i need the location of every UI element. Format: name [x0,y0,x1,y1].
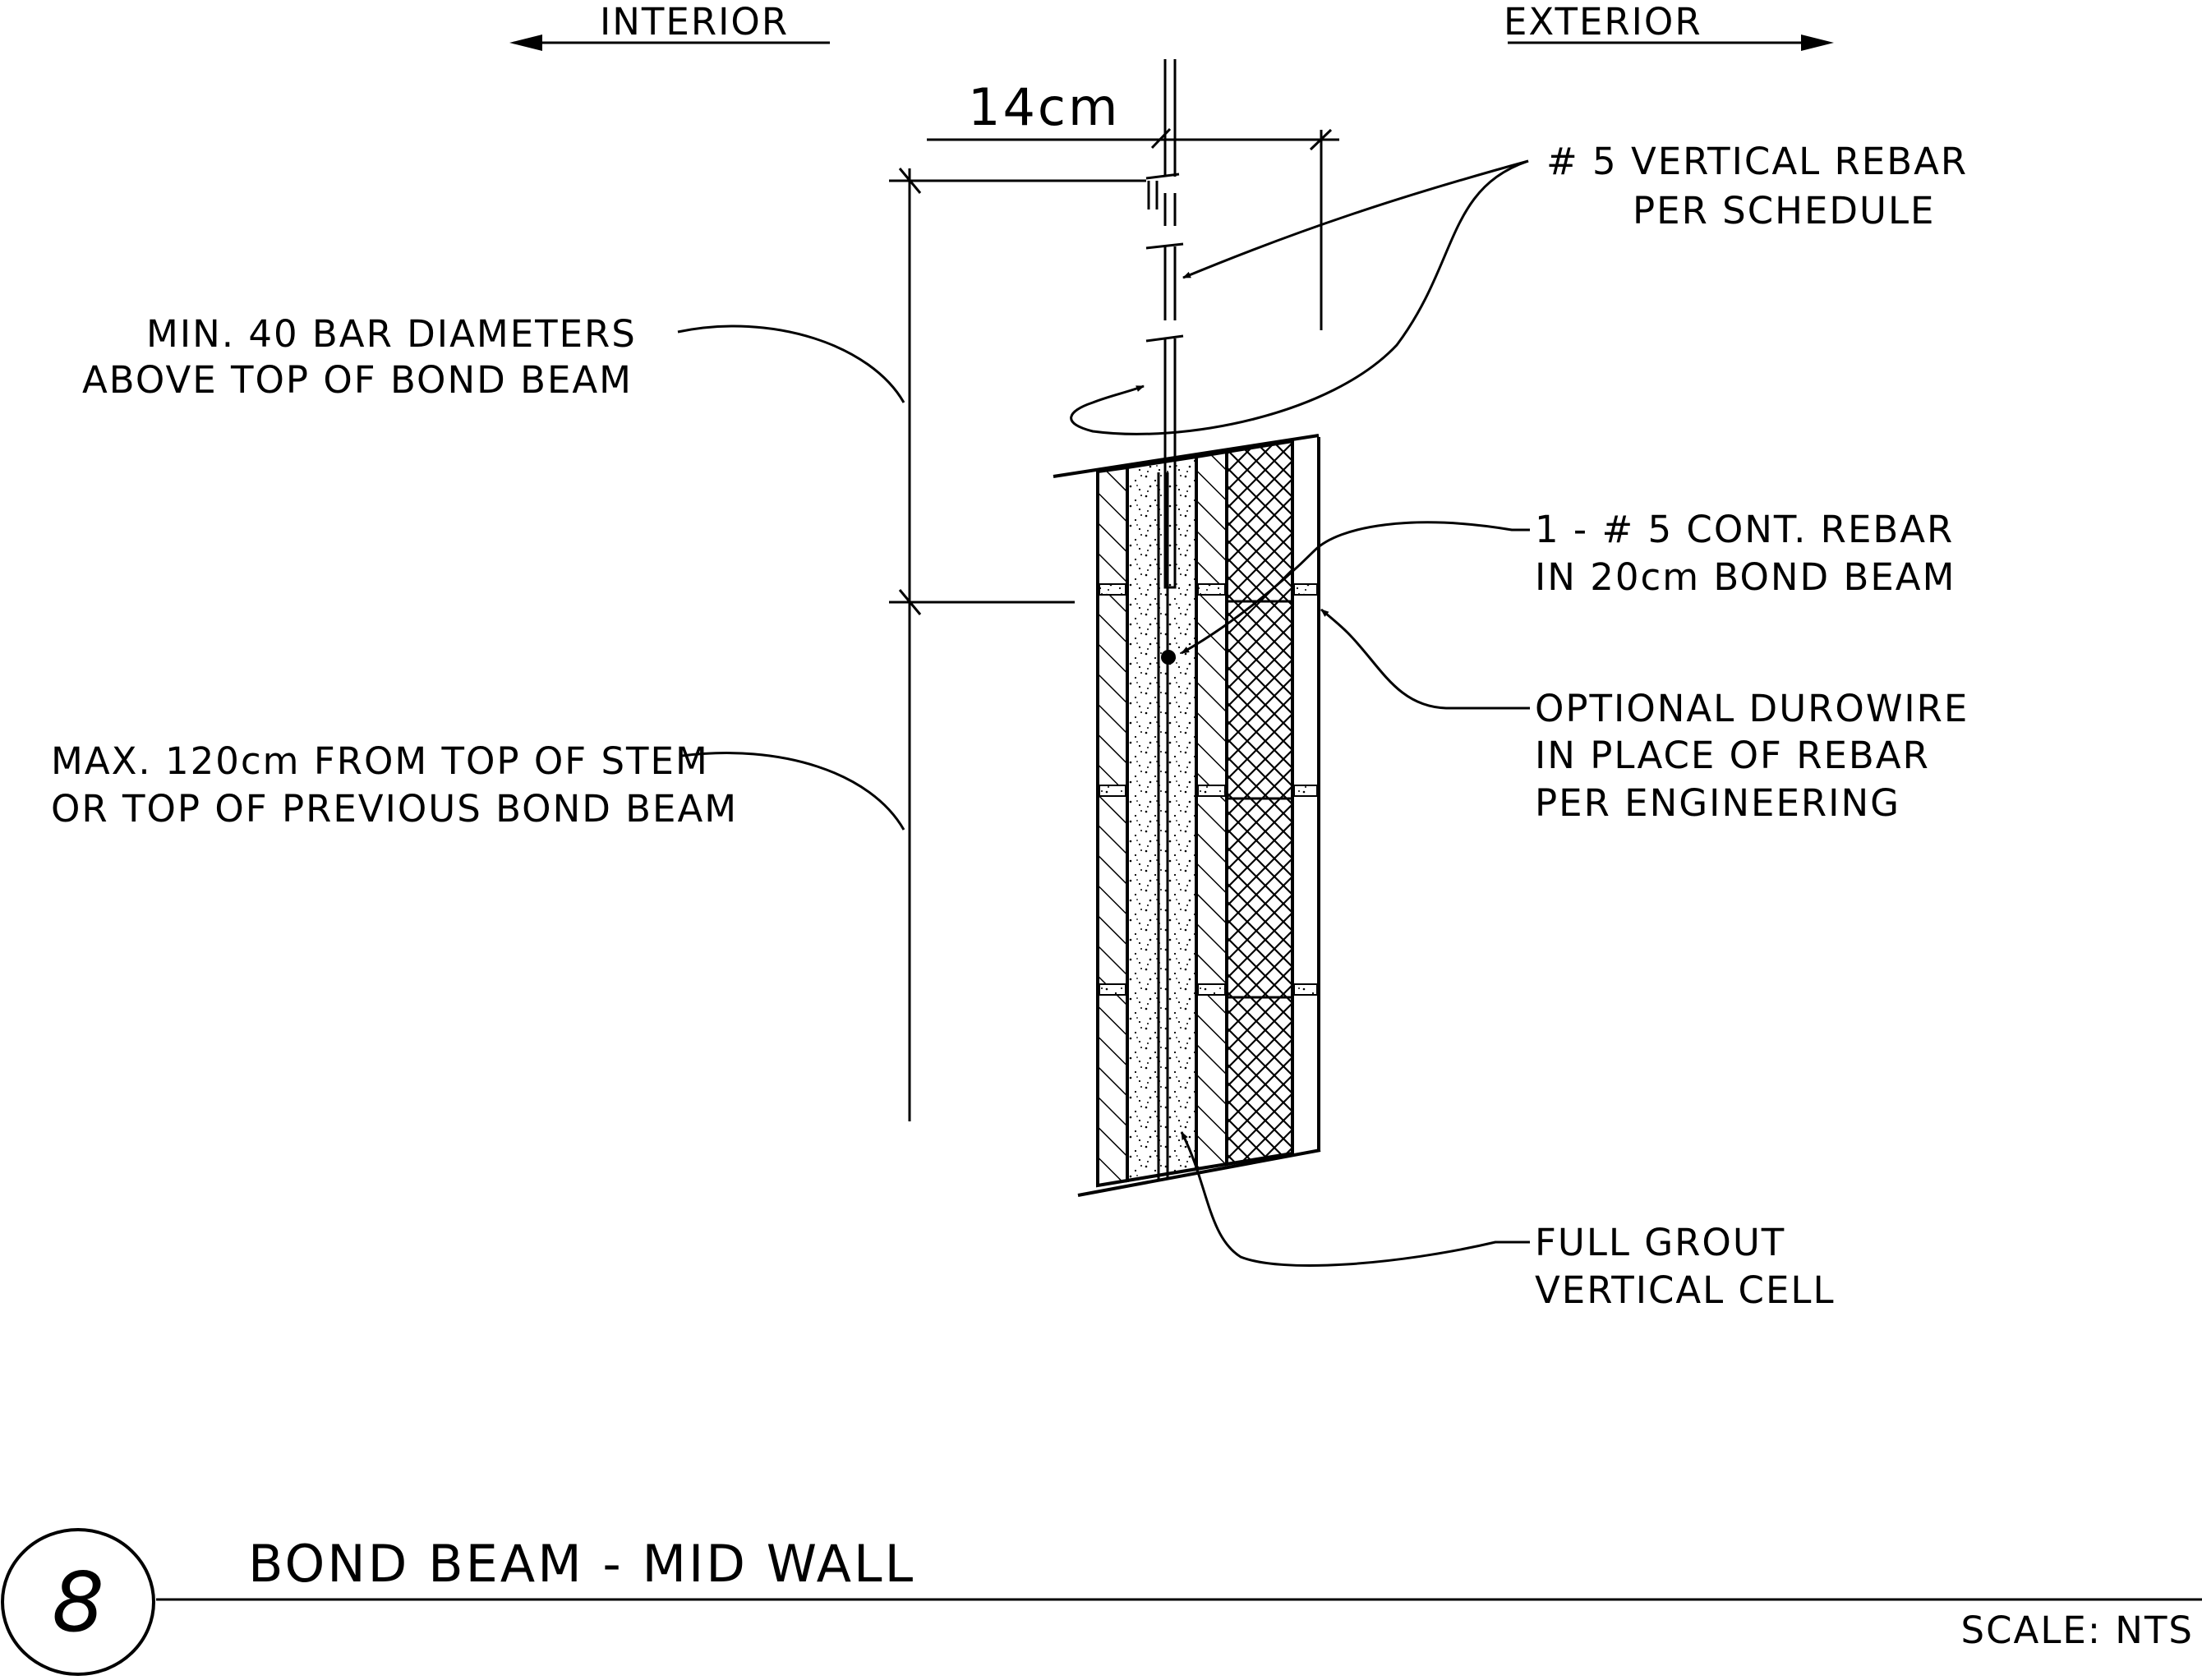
cont-rebar-callout: 1 - # 5 CONT. REBAR IN 20cm BOND BEAM [1181,508,1956,655]
exterior-direction-indicator: EXTERIOR [1504,0,1834,51]
grout-callout: FULL GROUT VERTICAL CELL [1180,1131,1836,1312]
width-dimension-label: 14cm [968,77,1120,137]
max-spacing-line1: MAX. 120cm FROM TOP OF STEM [51,739,709,783]
scale-label: SCALE: NTS [1961,1609,2194,1652]
title-block: 8 BOND BEAM - MID WALL SCALE: NTS [1,1528,2202,1676]
interior-direction-indicator: INTERIOR [509,0,830,51]
width-dimension: 14cm [927,77,1339,330]
exterior-arrowhead [1801,35,1834,51]
lower-vertical-rebar [1157,472,1169,1179]
wall-section [1053,59,1321,1197]
durowire-line2: IN PLACE OF REBAR [1535,734,1930,777]
rebar-stub [1147,181,1159,209]
durowire-line1: OPTIONAL DUROWIRE [1535,687,1969,730]
max-spacing-callout: MAX. 120cm FROM TOP OF STEM OR TOP OF PR… [51,739,905,831]
cont-rebar-line2: IN 20cm BOND BEAM [1535,555,1956,599]
grout-cell [1126,454,1198,1183]
grout-line2: VERTICAL CELL [1535,1268,1836,1312]
min-bar-line1: MIN. 40 BAR DIAMETERS [146,312,637,356]
detail-number: 8 [52,1554,104,1650]
vertical-rebar-callout: # 5 VERTICAL REBAR PER SCHEDULE [1070,140,1968,435]
mortar-joints [1099,583,1318,999]
grout-line1: FULL GROUT [1535,1221,1785,1264]
durowire-line3: PER ENGINEERING [1535,781,1900,825]
vertical-rebar-line2: PER SCHEDULE [1633,189,1936,232]
cont-rebar-dot [1161,650,1176,665]
min-bar-line2: ABOVE TOP OF BOND BEAM [82,358,633,402]
detail-title: BOND BEAM - MID WALL [248,1534,915,1594]
insulation-layer [1225,439,1294,1167]
min-bar-callout: MIN. 40 BAR DIAMETERS ABOVE TOP OF BOND … [82,312,905,403]
upper-vertical-rebar [1145,59,1184,589]
interior-arrowhead [509,35,542,51]
interior-label: INTERIOR [600,0,789,44]
top-break-line [1053,434,1320,478]
detail-number-circle [1,1528,155,1676]
exterior-face-shell [1195,449,1228,1171]
durowire-callout: OPTIONAL DUROWIRE IN PLACE OF REBAR PER … [1320,608,1969,825]
cont-rebar-line1: 1 - # 5 CONT. REBAR [1535,508,1954,551]
interior-face-shell [1096,465,1129,1188]
exterior-label: EXTERIOR [1504,0,1702,44]
max-spacing-line2: OR TOP OF PREVIOUS BOND BEAM [51,787,738,831]
height-dimension [889,168,1146,1121]
vertical-rebar-line1: # 5 VERTICAL REBAR [1546,140,1968,183]
